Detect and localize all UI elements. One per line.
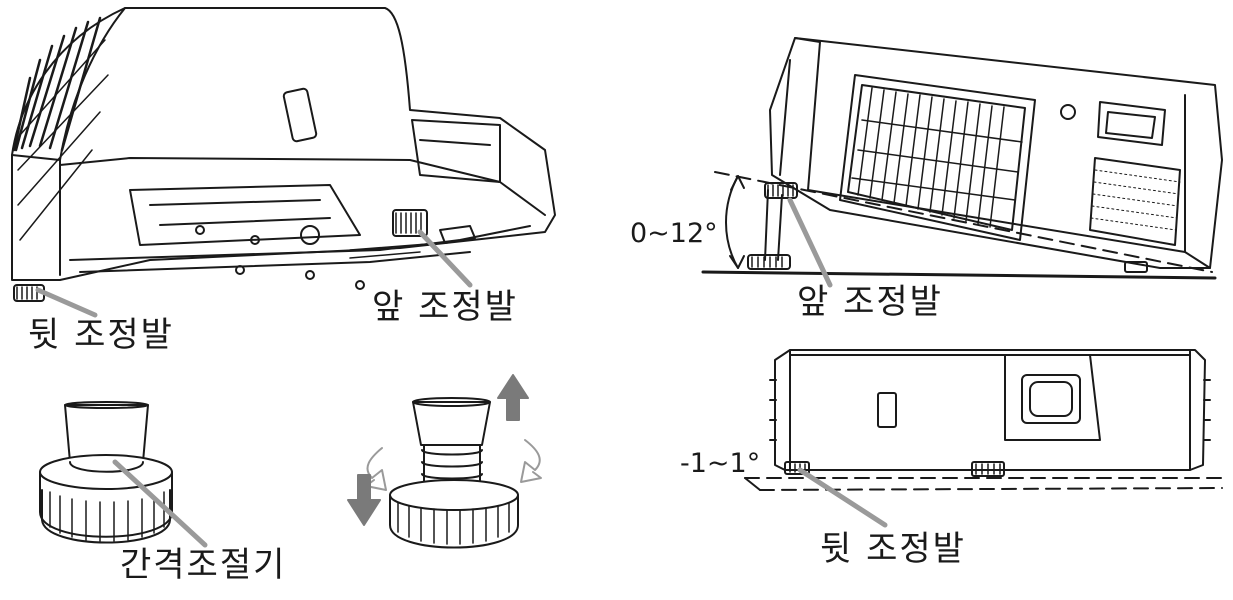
front-foot-label-right: 앞 조정발 (797, 282, 943, 322)
level-angle-label: -1~1° (680, 448, 761, 479)
rotate-ccw-icon (365, 447, 387, 491)
spacer-foot-illustration (39, 401, 208, 548)
spacer-label: 간격조절기 (120, 545, 287, 585)
rear-foot-label-right: 뒷 조정발 (820, 529, 966, 569)
front-view-projector-illustration (744, 349, 1223, 528)
extendable-foot-illustration (389, 397, 519, 549)
projector-underside-illustration (11, 7, 556, 318)
tilt-angle-label: 0~12° (630, 218, 718, 249)
rotate-cw-icon (520, 439, 542, 483)
tilted-projector-illustration (701, 37, 1223, 288)
front-foot-label-left: 앞 조정발 (372, 287, 518, 327)
arrow-up-icon (497, 374, 529, 421)
arrow-down-icon (347, 474, 381, 526)
rear-foot-label-left: 뒷 조정발 (28, 315, 174, 355)
